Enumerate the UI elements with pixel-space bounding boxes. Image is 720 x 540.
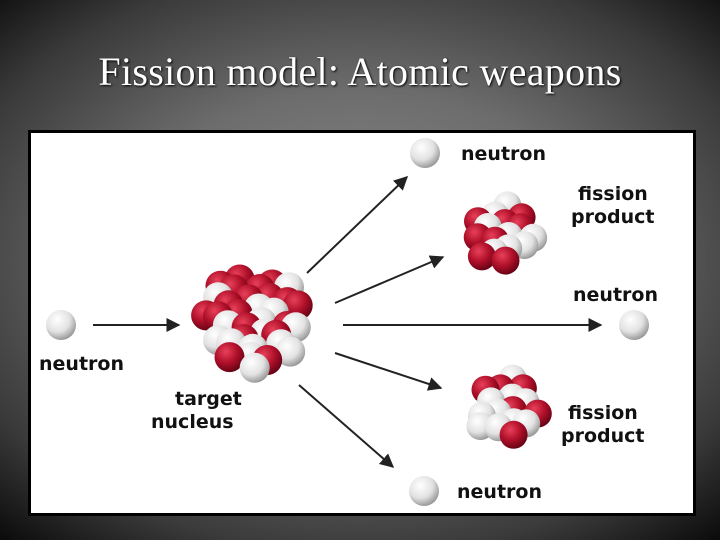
arrow-to-neutron-top [306, 176, 409, 274]
label-target-line1: target [175, 388, 242, 410]
arrows [93, 176, 603, 468]
proton-particle [467, 242, 496, 271]
neutron-middle-particle [619, 310, 649, 340]
proton-particle [214, 342, 245, 373]
label-product-bottom-line2: product [561, 425, 645, 447]
neutron-particle [275, 336, 306, 367]
arrow-to-product-bottom [334, 352, 443, 391]
proton-particle [499, 420, 528, 449]
label-neutron-middle: neutron [573, 284, 658, 306]
fission-diagram: neutron target nucleus neutron fission p… [28, 130, 696, 516]
fission-product-top [463, 191, 548, 275]
slide-title: Fission model: Atomic weapons [98, 49, 622, 94]
label-neutron-bottom: neutron [457, 481, 542, 503]
label-target-line2: nucleus [151, 411, 234, 433]
neutron-top-particle [410, 138, 440, 168]
proton-particle [491, 246, 520, 275]
neutron-particle [239, 352, 270, 383]
target-nucleus [191, 264, 313, 383]
incoming-neutron-particle [46, 310, 76, 340]
label-neutron-top: neutron [461, 143, 546, 165]
label-product-top-line2: product [571, 206, 655, 228]
label-product-top-line1: fission [578, 183, 648, 205]
arrow-to-product-top [334, 255, 445, 304]
label-incoming-neutron: neutron [39, 353, 124, 375]
fission-product-bottom [466, 364, 552, 449]
fission-diagram-svg: neutron target nucleus neutron fission p… [39, 138, 658, 506]
label-product-bottom-line1: fission [568, 402, 638, 424]
arrow-to-neutron-bottom [298, 384, 395, 468]
neutron-bottom-particle [409, 476, 439, 506]
